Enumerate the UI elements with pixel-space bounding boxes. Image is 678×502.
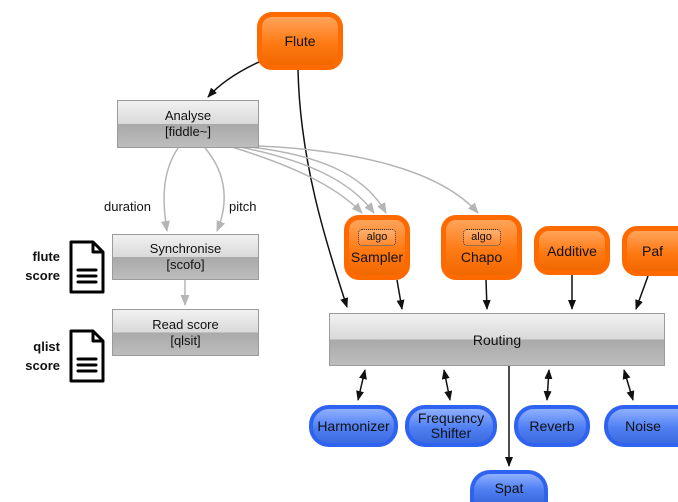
qlist-score-line2: score [25, 358, 60, 373]
edge-analyse-chapo [257, 145, 479, 214]
analyse-title: Analyse [164, 108, 212, 123]
paf-node[interactable]: Paf [622, 226, 678, 276]
reverb-label: Reverb [529, 417, 575, 434]
harmonizer-label: Harmonizer [317, 417, 390, 434]
edge-routing-freqshifter [441, 369, 453, 401]
edge-flute-routing [297, 69, 348, 308]
read-score-title: Read score [152, 316, 219, 332]
routing-node[interactable]: Routing [329, 313, 665, 366]
edge-analyse-sync-pitch [204, 147, 226, 232]
document-icon [69, 240, 105, 294]
document-icon [69, 329, 105, 383]
analyse-node[interactable]: Analyse [fiddle~] [117, 100, 259, 148]
routing-label: Routing [472, 331, 522, 348]
read-score-node[interactable]: Read score [qlsit] [112, 309, 259, 356]
frequency-shifter-node[interactable]: Frequency Shifter [405, 405, 497, 447]
edge-label-pitch: pitch [229, 199, 257, 214]
edge-routing-noise [622, 369, 635, 401]
edge-analyse-sync-duration [160, 147, 179, 232]
edge-paf-routing [635, 275, 649, 310]
sampler-node[interactable]: algo Sampler [344, 215, 410, 280]
additive-label: Additive [547, 242, 597, 259]
synchronise-node[interactable]: Synchronise [scofo] [112, 234, 259, 280]
noise-node[interactable]: Noise [604, 405, 678, 447]
flute-score-line2: score [25, 268, 60, 283]
read-score-object: [qlsit] [170, 332, 201, 348]
harmonizer-node[interactable]: Harmonizer [309, 405, 398, 447]
synchronise-object: [scofo] [166, 257, 205, 272]
qlist-score-line1: qlist [33, 339, 60, 354]
flute-score-line1: flute [32, 249, 60, 264]
chapo-node[interactable]: algo Chapo [441, 215, 522, 280]
edge-sampler-routing [396, 279, 405, 310]
chapo-algo-tag: algo [462, 229, 501, 246]
noise-label: Noise [625, 417, 661, 434]
edge-analyse-sampler-2 [239, 146, 375, 214]
spat-node[interactable]: Spat [470, 470, 548, 502]
sampler-algo-tag: algo [358, 229, 396, 246]
edge-routing-reverb [543, 369, 553, 401]
edge-routing-harmonizer [356, 369, 367, 401]
synchronise-title: Synchronise [149, 241, 222, 256]
flute-score-label: flute score [0, 247, 60, 285]
qlist-score-label: qlist score [0, 337, 60, 375]
analyse-object: [fiddle~] [165, 124, 211, 139]
paf-label: Paf [641, 243, 663, 259]
frequency-shifter-label: Frequency Shifter [417, 410, 485, 441]
edge-analyse-sampler-1 [231, 146, 363, 214]
chapo-label: Chapo [460, 248, 503, 265]
sampler-label: Sampler [350, 248, 404, 265]
spat-label: Spat [494, 479, 524, 496]
flute-node[interactable]: Flute [257, 12, 343, 70]
additive-node[interactable]: Additive [534, 226, 610, 275]
flute-label: Flute [284, 33, 316, 49]
reverb-node[interactable]: Reverb [514, 405, 590, 447]
edge-analyse-sampler-3 [249, 146, 387, 214]
edge-chapo-routing [482, 279, 491, 310]
edge-label-duration: duration [104, 199, 151, 214]
